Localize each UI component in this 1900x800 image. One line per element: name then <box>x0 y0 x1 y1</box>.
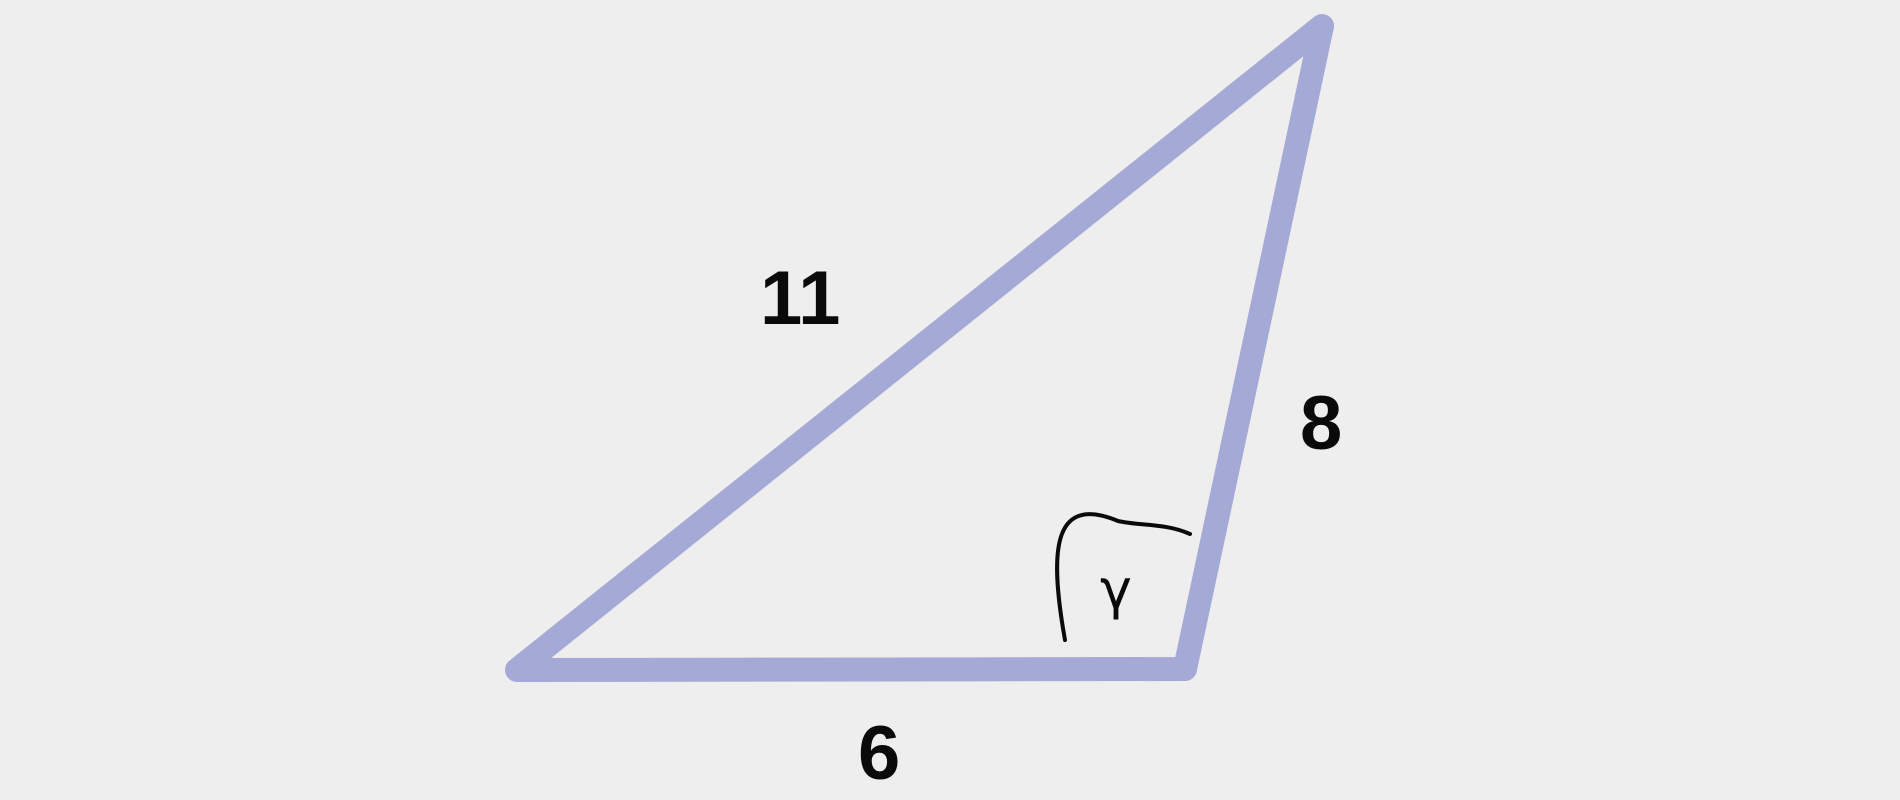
angle-label-gamma: γ <box>1100 558 1132 621</box>
angle-arc <box>1055 512 1192 642</box>
triangle-outline <box>505 14 1334 682</box>
side-label-8: 8 <box>1300 381 1342 466</box>
side-label-6: 6 <box>858 711 900 796</box>
side-label-11: 11 <box>760 256 840 341</box>
